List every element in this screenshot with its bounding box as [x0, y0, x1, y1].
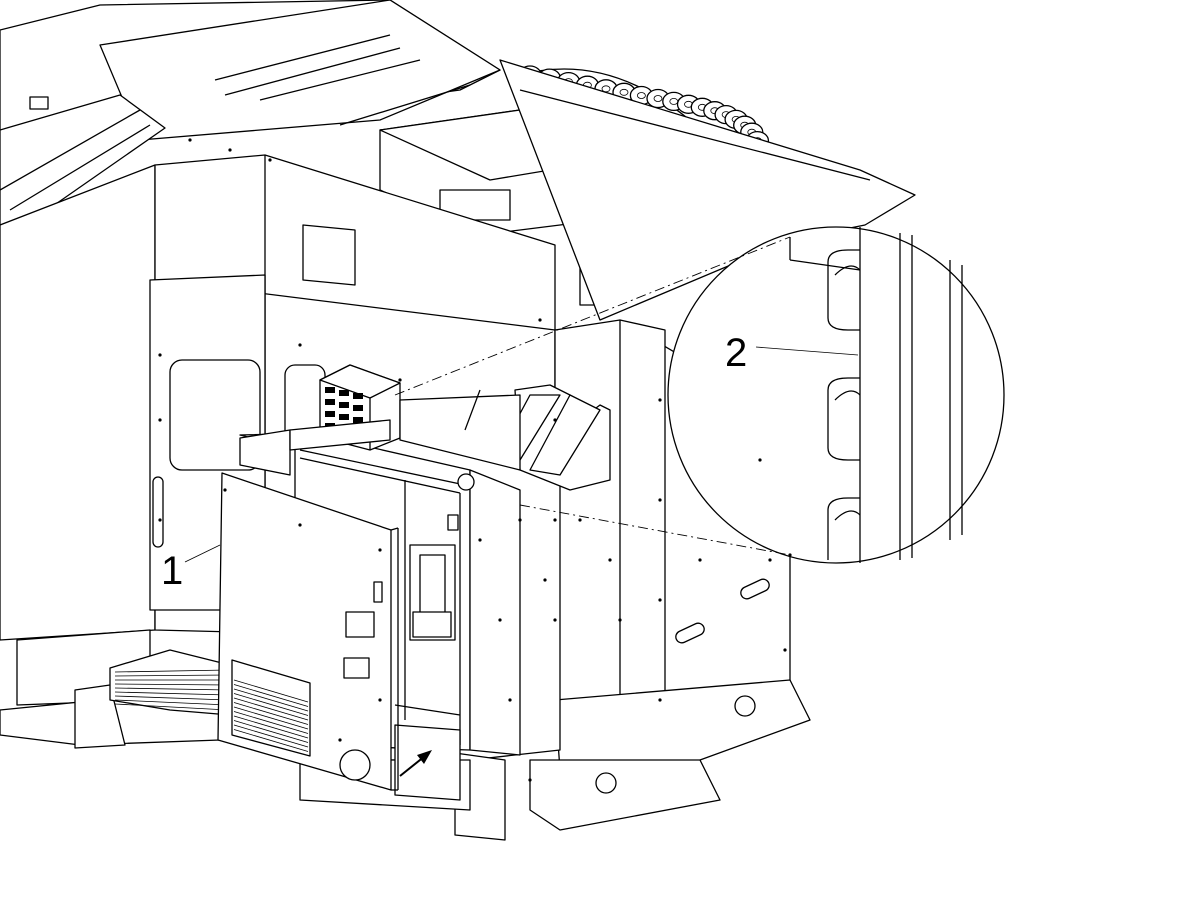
arrow-up-right-icon — [399, 750, 432, 777]
detail-leader-lines — [394, 236, 791, 556]
cable-tray — [399, 384, 611, 491]
callout-1-leader — [184, 544, 221, 563]
callout-label-2: 2 — [725, 331, 747, 375]
upper-enclosure — [0, 0, 501, 229]
callout-2-leader — [755, 346, 859, 356]
callout-label-1: 1 — [161, 549, 183, 593]
fastener-dots — [158, 138, 792, 782]
right-top-rail — [499, 59, 916, 321]
cabinet-door — [217, 472, 399, 791]
transformer-box — [239, 364, 401, 476]
detail-zoom-view — [667, 226, 1005, 564]
